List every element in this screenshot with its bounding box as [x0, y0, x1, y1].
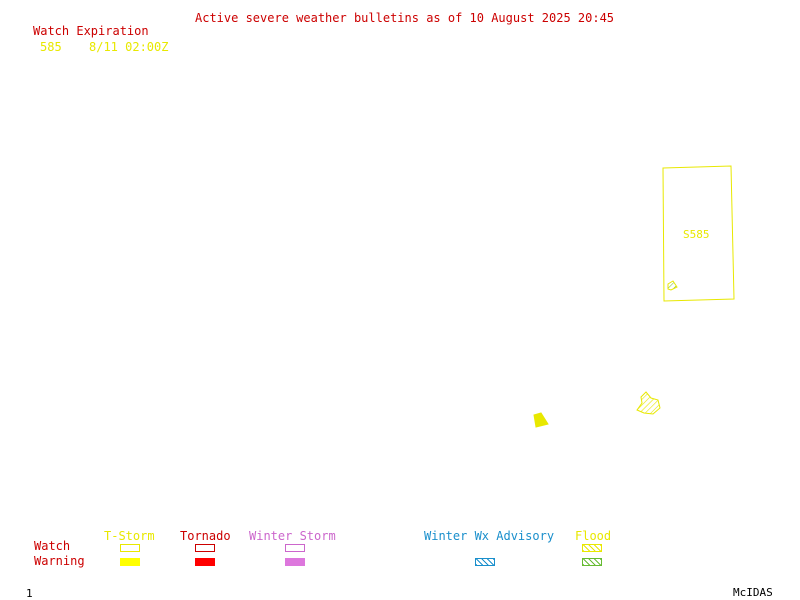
frame-number: 1 [26, 587, 33, 600]
tstorm-warning-filled[interactable] [533, 412, 549, 428]
legend-row-warning: Warning [34, 554, 85, 568]
swatch-flood-watch [582, 544, 602, 552]
swatch-tornado-watch [195, 544, 215, 552]
swatch-tstorm-watch [120, 544, 140, 552]
swatch-winter-storm-warning [285, 558, 305, 566]
legend-label-winter-advisory: Winter Wx Advisory [424, 529, 555, 543]
legend-label-winter-storm: Winter Storm [249, 529, 336, 543]
watch-id: 585 [40, 40, 62, 54]
swatch-tstorm-warning [120, 558, 140, 566]
legend-label-tstorm: T-Storm [104, 529, 155, 543]
swatch-winter-advisory-warning [475, 558, 495, 566]
swatch-tornado-warning [195, 558, 215, 566]
software-label: McIDAS [733, 586, 773, 599]
legend-label-flood: Flood [575, 529, 612, 543]
watch-expires: 8/11 02:00Z [89, 40, 169, 54]
flood-warning-polygon[interactable] [667, 280, 678, 291]
tstorm-warning-outline[interactable] [636, 391, 661, 415]
bulletin-title: Active severe weather bulletins as of 10… [195, 11, 615, 25]
watch-expiration-heading: Watch Expiration [33, 24, 149, 38]
watch-box-585[interactable] [662, 165, 735, 302]
legend-label-tornado: Tornado [180, 529, 231, 543]
swatch-flood-warning [582, 558, 602, 566]
swatch-winter-storm-watch [285, 544, 305, 552]
legend-row-watch: Watch [34, 539, 71, 553]
watch-box-label: S585 [683, 228, 710, 241]
